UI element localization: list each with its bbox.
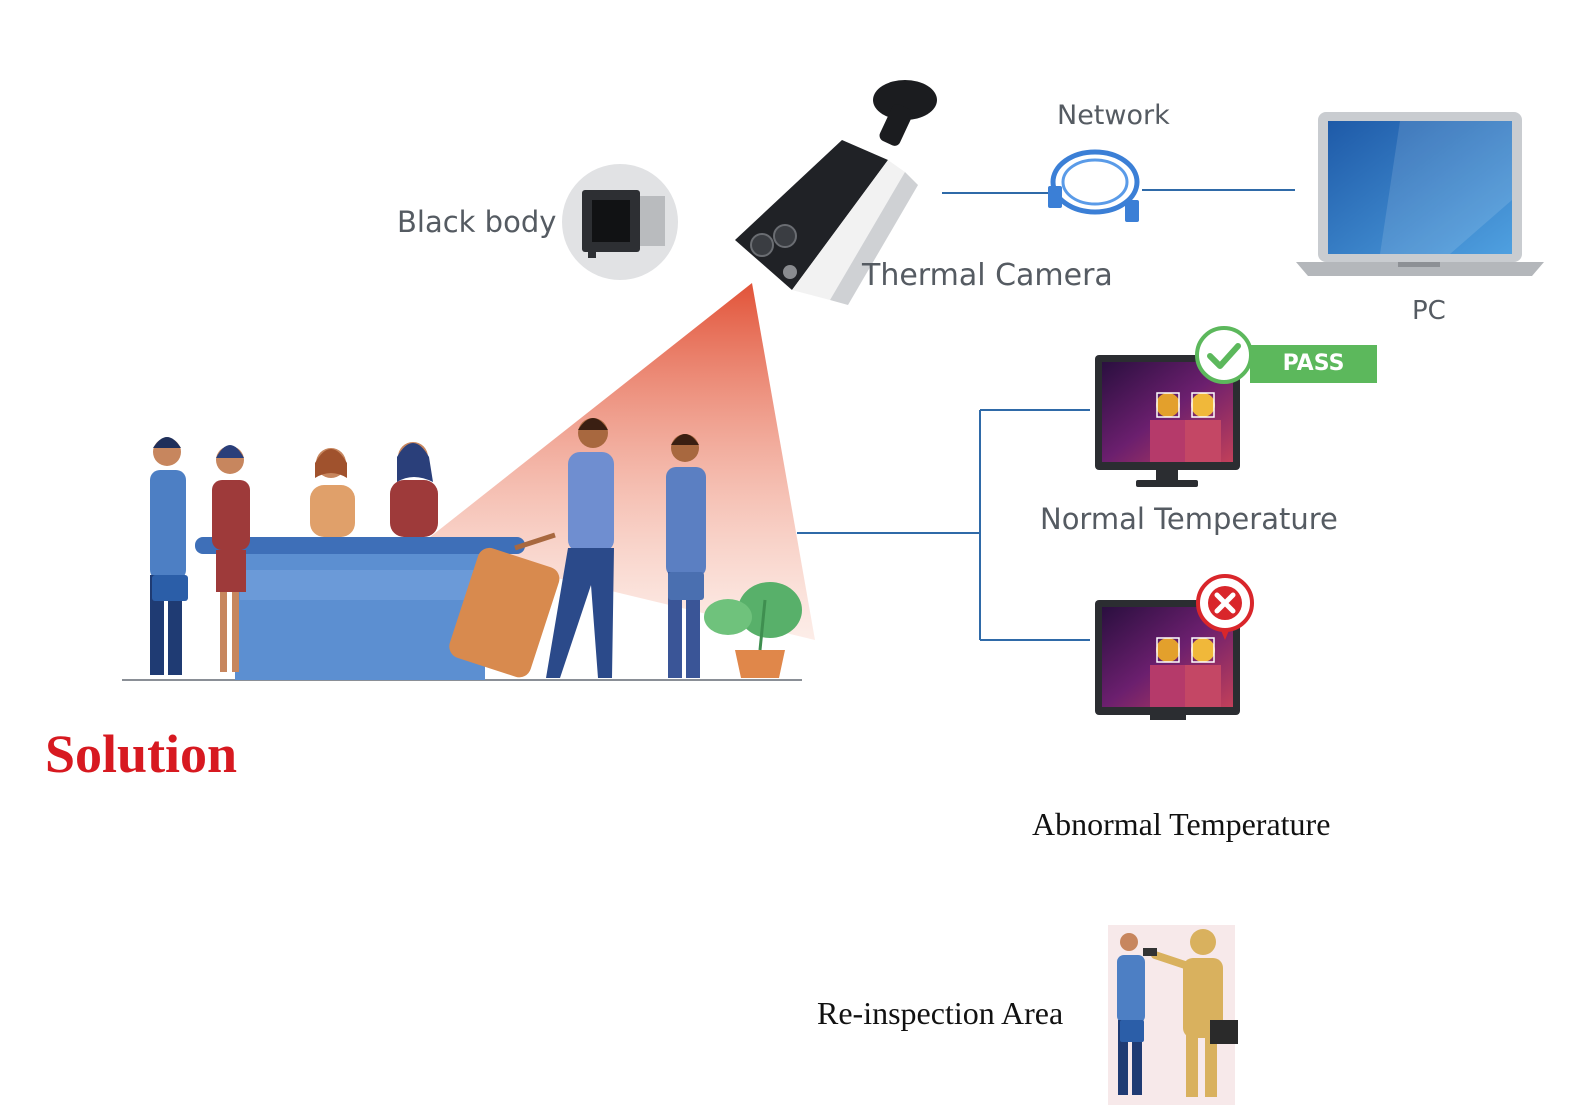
laptop-icon bbox=[1296, 112, 1544, 276]
reinspection-illustration bbox=[1108, 925, 1238, 1105]
black-body-icon bbox=[562, 164, 678, 280]
normal-temperature-label: Normal Temperature bbox=[1040, 502, 1338, 536]
reinspection-area-label: Re-inspection Area bbox=[817, 995, 1064, 1031]
pass-badge bbox=[1195, 326, 1377, 384]
thermal-camera-icon bbox=[735, 80, 937, 305]
solution-heading: Solution bbox=[45, 724, 238, 784]
pc-label: PC bbox=[1412, 296, 1446, 326]
pass-badge-label: PASS bbox=[1282, 351, 1345, 376]
thermal-camera-label: Thermal Camera bbox=[862, 258, 1113, 293]
abnormal-temperature-label: Abnormal Temperature bbox=[1032, 806, 1331, 842]
cross-icon bbox=[1214, 592, 1236, 614]
network-label: Network bbox=[1057, 100, 1170, 131]
network-cable-icon bbox=[1048, 149, 1140, 222]
reception-scene bbox=[122, 418, 802, 681]
connector-lines bbox=[797, 189, 1295, 641]
thermal-monitor-fail bbox=[1095, 600, 1240, 720]
black-body-label: Black body bbox=[397, 205, 557, 239]
check-icon bbox=[1207, 343, 1241, 369]
fail-badge bbox=[1196, 574, 1254, 640]
